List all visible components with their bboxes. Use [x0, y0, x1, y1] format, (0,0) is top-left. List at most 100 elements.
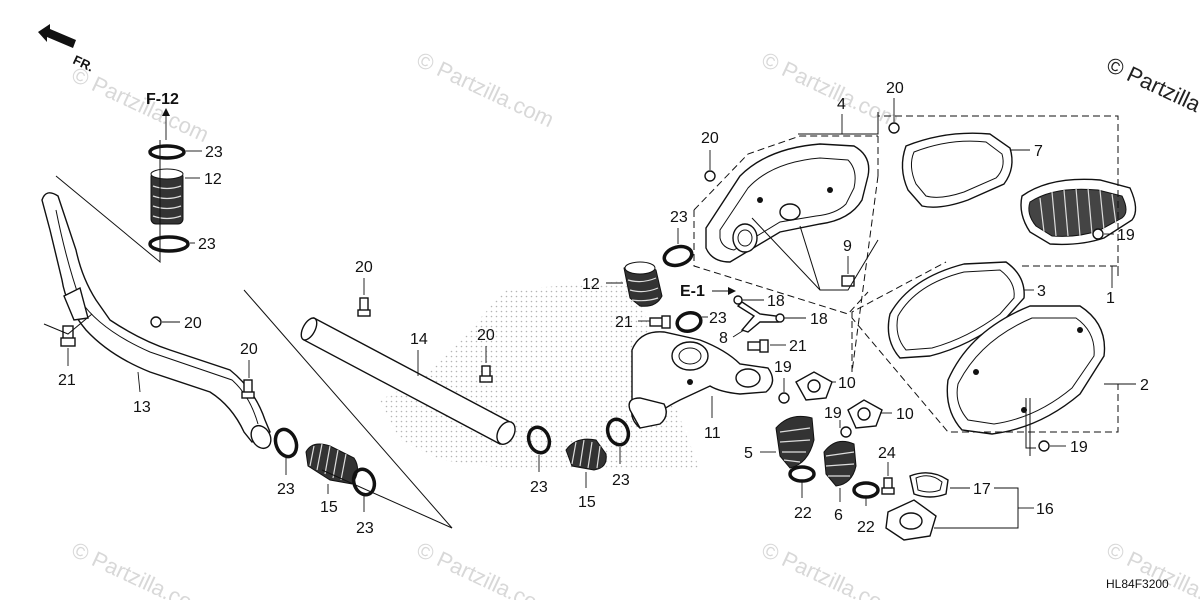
ref-e1-arrowhead	[728, 287, 736, 295]
boot-body	[305, 443, 358, 485]
pipe-end	[300, 317, 318, 341]
callout-21: 21	[789, 338, 807, 355]
section-line	[321, 469, 453, 529]
callout-20: 20	[355, 259, 373, 276]
callout-1: 1	[1106, 290, 1115, 307]
flange-gasket	[795, 371, 833, 401]
watermark-text: © Partzilla.com	[758, 537, 903, 600]
duct-body	[41, 192, 271, 443]
callout-21: 21	[615, 314, 633, 331]
callout-4: 4	[837, 96, 846, 113]
flange-bolt	[888, 122, 900, 134]
callout-23: 23	[612, 472, 630, 489]
callout-3: 3	[1037, 283, 1046, 300]
bolt-head	[60, 337, 76, 347]
flange-bolt	[778, 392, 790, 404]
flange-bolt	[1038, 440, 1050, 452]
flange-bolt	[241, 379, 255, 399]
air-cleaner-case	[705, 143, 870, 263]
hose-clamp	[148, 235, 190, 253]
section-line	[43, 313, 93, 335]
assembly-outline	[693, 135, 878, 211]
bolt-head	[150, 316, 162, 328]
flange-bolt	[840, 426, 852, 438]
front-direction-arrow: FR.	[38, 24, 96, 75]
ref-e1: E-1	[680, 283, 736, 300]
cover-rim	[956, 317, 1095, 425]
case-port	[732, 223, 758, 253]
callout-12: 12	[204, 171, 222, 188]
duct-bracket	[63, 286, 89, 321]
flange-bolt	[60, 325, 76, 347]
callout-13: 13	[133, 399, 151, 416]
housing-port	[899, 512, 923, 530]
flange-gasket	[847, 399, 883, 429]
bolt-head	[1038, 440, 1050, 452]
ref-e1-label: E-1	[680, 283, 705, 300]
callout-20: 20	[477, 327, 495, 344]
sensor-gasket	[909, 472, 949, 498]
flange-bolt	[649, 315, 671, 329]
callout-15: 15	[578, 494, 596, 511]
section-line	[751, 217, 879, 291]
callout-9: 9	[843, 238, 852, 255]
bolt-head	[704, 170, 716, 182]
leader-line	[732, 329, 745, 338]
bolt-head	[888, 122, 900, 134]
callout-6: 6	[834, 507, 843, 524]
hose-clamp	[148, 144, 186, 160]
hose-clamp	[273, 427, 299, 459]
leader-line	[137, 371, 141, 393]
funnel-boot	[823, 440, 857, 487]
cover-gasket	[887, 261, 1025, 359]
connector-port-inner	[678, 347, 702, 365]
cover-body	[946, 305, 1106, 435]
gasket-inner	[910, 140, 1004, 198]
cover-hole	[1077, 327, 1083, 333]
hose-clamp	[351, 467, 377, 497]
watermark-text: © Partzilla.com	[413, 47, 558, 132]
callout-20: 20	[886, 80, 904, 97]
boot-opening	[624, 261, 656, 275]
diagram-reference-code: HL84F3200	[1106, 577, 1169, 591]
callout-20: 20	[240, 341, 258, 358]
callout-23: 23	[670, 209, 688, 226]
intake-boot	[623, 261, 663, 307]
bolt-head	[881, 487, 895, 495]
hose-clamp	[675, 311, 703, 333]
bolt-head	[241, 391, 255, 399]
gasket-hole	[807, 379, 821, 393]
callout-18: 18	[767, 293, 785, 310]
callout-2: 2	[1140, 377, 1149, 394]
bolt-head	[759, 339, 769, 353]
gasket-inner	[896, 269, 1015, 351]
flange-bolt	[881, 477, 895, 495]
sensor-housing	[885, 499, 937, 541]
boot-ribs	[779, 427, 811, 463]
pipe-end	[496, 421, 516, 445]
gasket-inner	[915, 475, 943, 493]
callout-15: 15	[320, 499, 338, 516]
connector-hole	[687, 379, 693, 385]
hose-clamp	[662, 244, 694, 268]
assembly-outline	[877, 115, 1119, 267]
boot-opening	[150, 168, 184, 180]
callout-19: 19	[774, 359, 792, 376]
callout-11: 11	[704, 425, 721, 442]
watermark-text: © Partzilla.com	[68, 537, 213, 600]
section-line	[799, 225, 821, 291]
callout-16: 16	[1036, 501, 1054, 518]
boot-ribs	[309, 443, 347, 481]
boot-ribs	[627, 277, 659, 302]
hose-clamp	[852, 481, 880, 499]
callout-19: 19	[1117, 227, 1135, 244]
callout-10: 10	[896, 406, 914, 423]
case-port	[779, 203, 801, 221]
bolt-head	[357, 309, 371, 317]
section-line	[1025, 398, 1036, 449]
flange-bolt	[1092, 228, 1104, 240]
callout-20: 20	[701, 130, 719, 147]
ref-f12-arrowhead	[162, 108, 170, 116]
bolt-head	[661, 315, 671, 329]
connector-outlet	[628, 397, 667, 429]
